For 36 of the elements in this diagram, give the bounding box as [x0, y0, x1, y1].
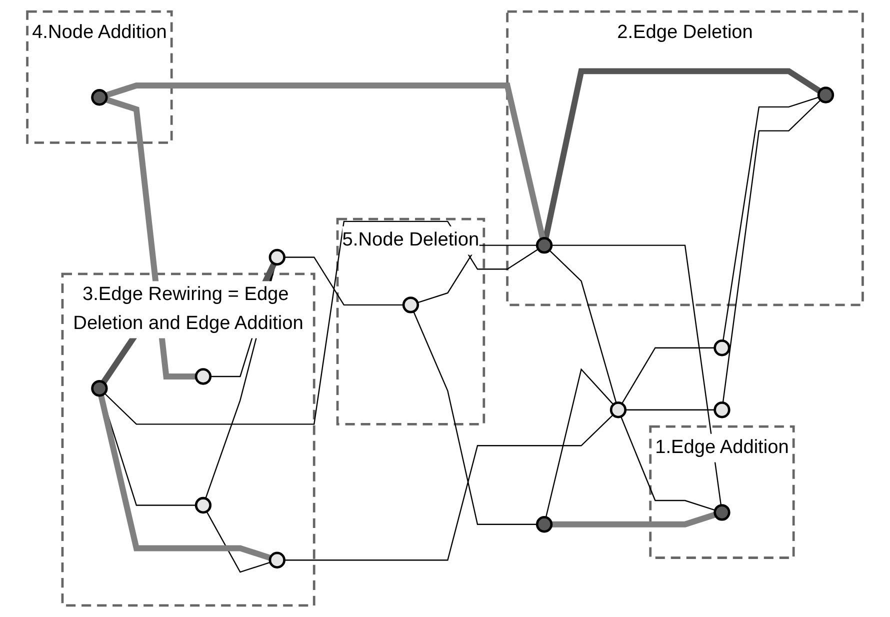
connector: [551, 512, 716, 528]
node-circle: [268, 552, 286, 568]
connector: [417, 244, 538, 304]
node-circle: [194, 368, 212, 385]
connector: [105, 82, 546, 239]
node-circle: [714, 504, 730, 521]
cluster: 3.Edge Rewiring = Edge Deletion and Edge Addition: [61, 272, 316, 607]
connector: [551, 244, 722, 506]
node-circle: [714, 402, 730, 418]
connector: [545, 368, 614, 518]
node-circle: [817, 86, 834, 104]
connector: [413, 311, 538, 525]
connector: [722, 100, 822, 403]
node-circle: [536, 236, 553, 254]
node-circle: [91, 380, 108, 397]
connector: [722, 96, 820, 341]
cluster: 5.Node Deletion: [336, 218, 486, 426]
connector: [549, 250, 617, 404]
cluster: 2.Edge Deletion: [506, 10, 864, 306]
connector: [620, 416, 716, 511]
connector: [284, 414, 614, 561]
node-circle: [536, 516, 553, 533]
connector: [206, 511, 270, 573]
connector: [625, 409, 715, 410]
cluster: 1.Edge Addition: [649, 425, 795, 559]
connector: [621, 347, 715, 404]
node-circle: [194, 496, 212, 514]
connector: [284, 256, 404, 306]
node-circle: [714, 340, 730, 356]
connector: [104, 220, 539, 425]
connector: [542, 68, 822, 239]
node-circle: [268, 248, 286, 266]
node-circle: [402, 296, 420, 314]
cluster: 4.Node Addition: [26, 10, 173, 144]
node-circle: [610, 402, 627, 418]
node-circle: [91, 89, 108, 106]
